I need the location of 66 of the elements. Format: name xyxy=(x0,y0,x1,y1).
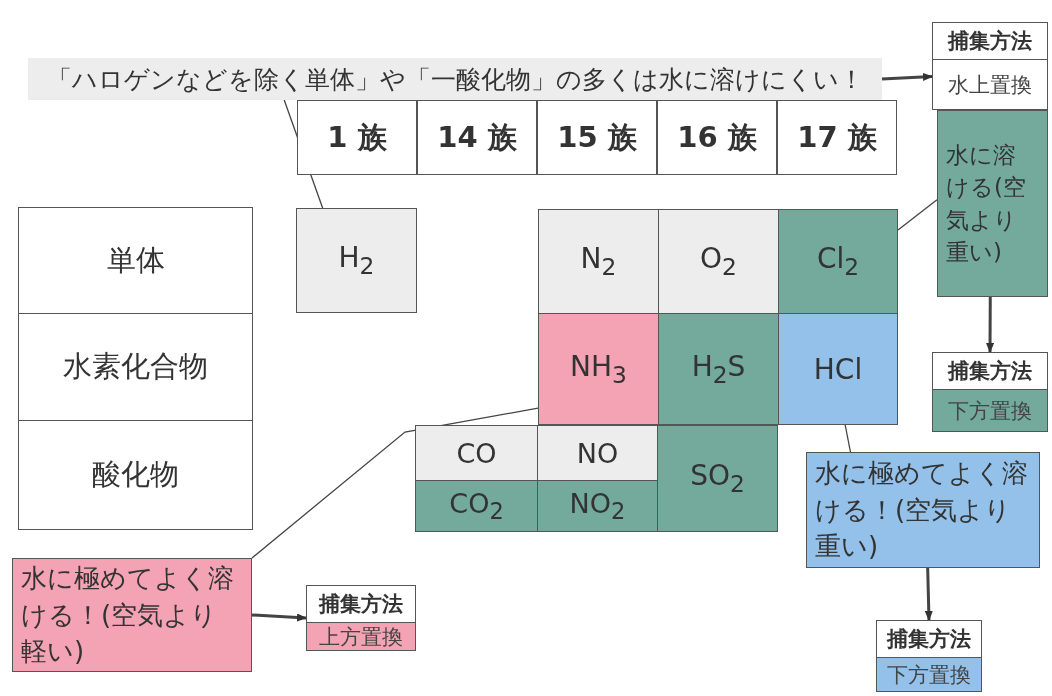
formula-cell xyxy=(415,425,538,481)
formula-text: Cl$_{2}$ xyxy=(816,242,860,281)
header-text: 15 族 xyxy=(557,118,637,156)
callout-box xyxy=(12,558,252,672)
formula-text: SO$_{2}$ xyxy=(690,459,745,498)
row-label: 酸化物 xyxy=(92,456,179,493)
note-text: 「ハロゲンなどを除く単体」や「一酸化物」の多くは水に溶けにくい！ xyxy=(46,63,864,96)
formula-cell xyxy=(538,313,659,425)
arrow xyxy=(251,613,307,622)
formula-text: O$_{2}$ xyxy=(700,242,737,281)
formula-cell xyxy=(778,209,898,314)
group-header-cell xyxy=(657,100,777,175)
box-heading: 捕集方法 xyxy=(877,621,981,658)
formula-cell xyxy=(657,425,778,532)
box-heading: 捕集方法 xyxy=(933,353,1047,390)
collection-method-box xyxy=(306,585,416,651)
collection-method-box xyxy=(932,352,1048,432)
note-banner xyxy=(28,58,882,100)
callout-box xyxy=(806,452,1040,568)
collection-method-box xyxy=(876,620,982,692)
formula-text: NO$_{2}$ xyxy=(569,487,626,525)
formula-cell xyxy=(658,313,779,425)
method-text: 上方置換 xyxy=(318,624,404,651)
arrow xyxy=(986,297,995,353)
callout-box xyxy=(937,110,1048,297)
formula-text: H$_{2}$S xyxy=(691,349,746,389)
formula-cell xyxy=(415,480,538,532)
method-text: 水上置換 xyxy=(947,71,1033,99)
formula-text: HCl xyxy=(813,352,863,386)
formula-cell xyxy=(538,209,659,314)
header-text: 1 族 xyxy=(327,118,387,156)
formula-cell xyxy=(658,209,779,314)
formula-text: CO$_{2}$ xyxy=(449,487,504,525)
formula-text: N$_{2}$ xyxy=(580,242,617,281)
header-text: 17 族 xyxy=(797,118,877,156)
formula-text: CO xyxy=(456,437,497,469)
row-header-cell xyxy=(18,207,253,314)
formula-cell xyxy=(537,425,658,481)
callout-text: 水に極めてよく溶ける！(空気より軽い) xyxy=(20,562,235,669)
group-header-cell xyxy=(537,100,657,175)
group-header-cell xyxy=(777,100,897,175)
box-heading: 捕集方法 xyxy=(307,586,415,623)
leader-line xyxy=(251,407,539,559)
formula-cell xyxy=(537,480,658,532)
arrow xyxy=(881,73,933,81)
header-text: 14 族 xyxy=(437,118,517,156)
callout-text: 水に極めてよく溶ける！(空気より重い) xyxy=(814,457,1029,564)
row-label: 水素化合物 xyxy=(63,348,208,385)
collection-method-box xyxy=(932,22,1048,110)
row-label: 単体 xyxy=(106,241,165,279)
formula-text: NH$_{3}$ xyxy=(570,349,627,389)
row-header-cell xyxy=(18,420,253,530)
formula-cell xyxy=(778,313,898,425)
header-text: 16 族 xyxy=(677,118,757,156)
arrow xyxy=(924,567,933,621)
formula-text: NO xyxy=(576,437,619,469)
method-text: 下方置換 xyxy=(886,661,972,689)
formula-text: H$_{2}$ xyxy=(338,241,375,280)
leader-line xyxy=(844,424,852,453)
group-header-cell xyxy=(417,100,537,175)
callout-text: 水に溶ける(空気より重い) xyxy=(945,141,1027,267)
group-header-cell xyxy=(297,100,417,175)
leader-line xyxy=(897,199,938,231)
formula-cell xyxy=(296,208,417,313)
row-header-cell xyxy=(18,313,253,421)
method-text: 下方置換 xyxy=(947,397,1033,425)
